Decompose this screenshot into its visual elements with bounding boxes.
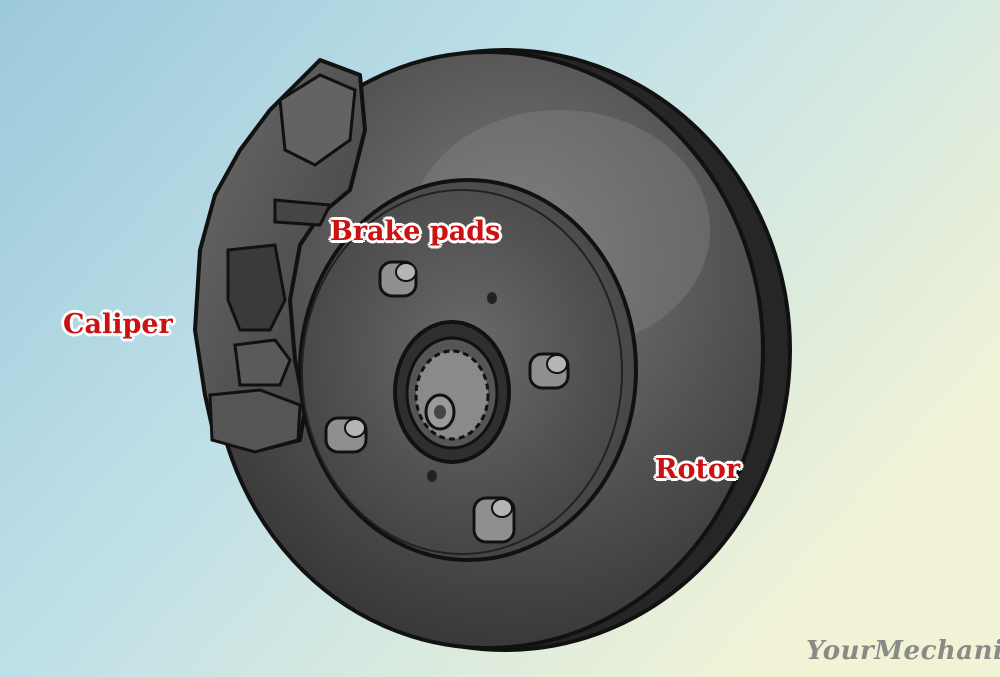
caliper-lower-piston [233, 338, 292, 387]
rotor-hat-ring [301, 189, 623, 555]
wheel-stud [324, 416, 368, 454]
caliper-top-piston [278, 73, 357, 167]
caliper-slot [273, 198, 333, 227]
wheel-stud [472, 496, 516, 544]
locating-hole [487, 292, 497, 304]
locating-hole [427, 470, 437, 482]
spline-gear [414, 349, 490, 441]
yourmechanic-watermark: YourMechanic [806, 636, 1000, 666]
brake-pads-label: Brake pads [330, 216, 501, 247]
wheel-stud [378, 260, 418, 298]
axle-hole [434, 405, 446, 419]
wheel-stud [528, 352, 570, 390]
caliper-label: Caliper [63, 309, 173, 340]
rotor-label: Rotor [655, 454, 741, 485]
caliper-window [226, 243, 287, 332]
caliper-bracket [208, 388, 302, 454]
